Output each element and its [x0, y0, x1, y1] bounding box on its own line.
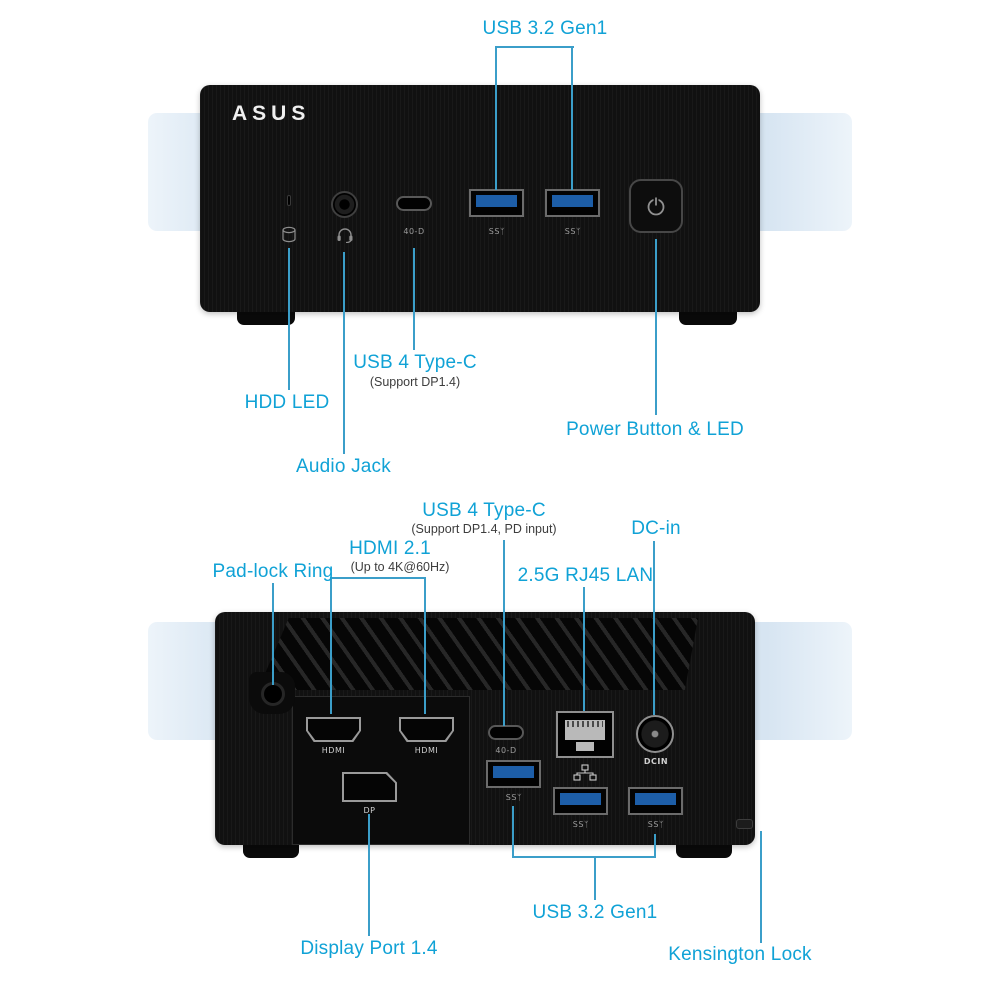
leader-line — [272, 583, 274, 685]
callout-hdd-led-label: HDD LED — [244, 392, 330, 413]
callout-displayport-label: Display Port 1.4 — [300, 938, 438, 959]
leader-line — [424, 577, 426, 714]
power-button — [629, 179, 683, 233]
hdd-led — [287, 195, 291, 206]
usb4-mark-front: 40-D — [403, 227, 425, 236]
callout-audio-jack-label: Audio Jack — [296, 456, 391, 477]
callout-usb4-rear-sub: (Support DP1.4, PD input) — [411, 522, 557, 536]
callout-usb4-front-label: USB 4 Type-C — [353, 352, 477, 373]
usb-a-port-rear-3 — [628, 787, 683, 815]
usb-tongue — [476, 195, 517, 207]
leader-line — [653, 541, 655, 715]
usb-a-port-rear-2 — [553, 787, 608, 815]
usb-tongue — [635, 793, 676, 805]
leader-line — [343, 252, 345, 454]
usb4-mark-rear: 40-D — [495, 746, 517, 755]
hdmi-port-1-mark: HDMI — [321, 746, 346, 755]
leader-line — [368, 814, 370, 936]
usb-tongue — [560, 793, 601, 805]
leader-line — [654, 834, 656, 858]
hdmi-port-inner — [308, 719, 359, 740]
hdd-icon — [281, 226, 297, 244]
callout-power-label: Power Button & LED — [566, 419, 744, 440]
rear-foot-left — [243, 845, 299, 858]
rear-foot-right — [676, 845, 732, 858]
front-foot-right — [679, 312, 737, 325]
leader-line — [496, 46, 574, 48]
leader-line — [413, 248, 415, 350]
usb-a-port-rear-1 — [486, 760, 541, 788]
displayport-port — [342, 772, 397, 802]
displayport-inner — [344, 774, 395, 800]
dc-in-port — [636, 715, 674, 753]
leader-line — [583, 587, 585, 711]
usb-a-port-front-2 — [545, 189, 600, 217]
rj45-tab — [576, 742, 594, 751]
callout-lan-label: 2.5G RJ45 LAN — [517, 565, 654, 586]
callout-hdmi-sub: (Up to 4K@60Hz) — [350, 560, 450, 574]
callout-usb4-front-sub: (Support DP1.4) — [369, 375, 461, 389]
audio-jack-port — [331, 191, 358, 218]
usb-tongue — [493, 766, 534, 778]
callout-kensington-label: Kensington Lock — [668, 944, 812, 965]
superspeed-mark: SSᛉ — [647, 820, 665, 829]
superspeed-mark: SSᛉ — [564, 227, 582, 236]
usb4-type-c-port-rear — [488, 725, 524, 740]
leader-line — [760, 831, 762, 943]
hdmi-port-2 — [399, 717, 454, 742]
pad-lock-ring-hole — [261, 682, 285, 706]
superspeed-mark: SSᛉ — [488, 227, 506, 236]
usb4-type-c-port-front — [396, 196, 432, 211]
leader-line — [655, 239, 657, 415]
power-icon — [644, 194, 668, 218]
displayport-mark: DP — [363, 806, 376, 815]
rj45-lan-port — [556, 711, 614, 758]
hdmi-port-2-mark: HDMI — [414, 746, 439, 755]
rj45-pins — [567, 721, 603, 727]
kensington-lock-slot — [736, 819, 753, 829]
leader-line — [512, 806, 514, 858]
leader-line — [512, 856, 656, 858]
headset-icon — [336, 227, 354, 243]
leader-line — [571, 46, 573, 190]
callout-usb4-rear-label: USB 4 Type-C — [422, 500, 546, 521]
superspeed-mark: SSᛉ — [505, 793, 523, 802]
leader-line — [288, 248, 290, 390]
vent-grille — [258, 618, 698, 690]
front-foot-left — [237, 312, 295, 325]
usb-a-port-front-1 — [469, 189, 524, 217]
leader-line — [503, 540, 505, 726]
callout-usb32-rear-label: USB 3.2 Gen1 — [532, 902, 658, 923]
hdmi-port-inner — [401, 719, 452, 740]
callout-hdmi-label: HDMI 2.1 — [349, 538, 431, 559]
hdmi-port-1 — [306, 717, 361, 742]
callout-dcin-label: DC-in — [631, 518, 681, 539]
lan-icon — [573, 764, 597, 781]
leader-line — [331, 577, 426, 579]
asus-logo: ASUS — [232, 102, 311, 125]
superspeed-mark: SSᛉ — [572, 820, 590, 829]
usb-tongue — [552, 195, 593, 207]
leader-line — [330, 577, 332, 714]
leader-line — [594, 858, 596, 900]
callout-padlock-label: Pad-lock Ring — [212, 561, 334, 582]
callout-usb32-front-label: USB 3.2 Gen1 — [482, 18, 608, 39]
dc-in-mark: DCIN — [643, 757, 669, 766]
leader-line — [495, 46, 497, 190]
